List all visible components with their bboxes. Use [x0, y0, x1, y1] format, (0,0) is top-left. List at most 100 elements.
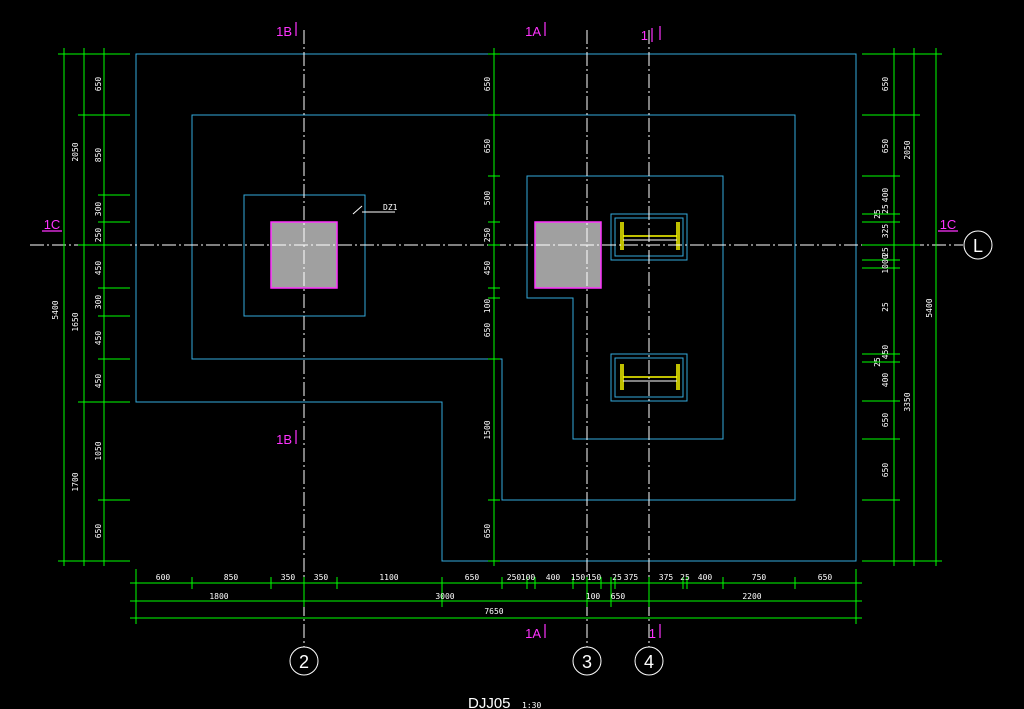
- dim-right-inner-text: 25: [881, 204, 890, 214]
- dim-left-outer-text: 250: [94, 228, 103, 243]
- dim-bottom-row1-text: 150: [571, 573, 586, 582]
- dim-bottom-row2-text: 1800: [209, 592, 228, 601]
- dim-bottom-row1-text: 600: [156, 573, 171, 582]
- dim-center-text: 650: [483, 77, 492, 92]
- foundation-outlines: [135, 53, 857, 562]
- dim-bottom-row1-text: 375: [659, 573, 674, 582]
- dim-left-mid-text: 1650: [71, 312, 80, 331]
- steel-h-upper: [620, 222, 680, 250]
- dim-bottom-row1-text: 375: [624, 573, 639, 582]
- axis-bubble-L: [963, 230, 993, 260]
- dim-right-inner-text: 25: [881, 302, 890, 312]
- dim-right-inner-text: 650: [881, 463, 890, 478]
- dz1-leader-diagonal: [352, 205, 363, 215]
- section-label-1B-mid: 1B: [276, 432, 292, 447]
- dim-right-small-text: 25: [873, 357, 882, 367]
- axis-label-4: 4: [644, 652, 654, 672]
- dim-center-text: 650: [483, 524, 492, 539]
- outer-foundation-outline: [135, 53, 857, 562]
- dim-left-outer-text: 1050: [94, 441, 103, 460]
- dim-right-inner-text: 650: [881, 77, 890, 92]
- dim-center-text: 1500: [483, 420, 492, 439]
- dim-left-ticks: [58, 53, 130, 562]
- dim-center-text: 650: [483, 323, 492, 338]
- dim-right-inner-text: 400: [881, 373, 890, 388]
- section-label-1C-left: 1C: [44, 217, 61, 232]
- dim-right-inner-text: 25: [881, 247, 890, 257]
- axis-label-2: 2: [299, 652, 309, 672]
- dim-left-mid-text: 1700: [71, 472, 80, 491]
- steel-h-lower: [620, 364, 680, 390]
- dim-bottom-row2-text: 650: [611, 592, 626, 601]
- dim-right-inner-text: 650: [881, 413, 890, 428]
- dim-bottom-row1-text: 400: [546, 573, 561, 582]
- dim-bottom-row1-text: 25: [680, 573, 690, 582]
- axis-label-L: L: [973, 236, 983, 256]
- dim-left-mid-text: 2050: [71, 142, 80, 161]
- steel-base-plate-lower-inner: [614, 357, 684, 398]
- dim-right-inner-text: 650: [881, 139, 890, 154]
- dim-right-mid-text: 3350: [903, 392, 912, 411]
- section-label-1-bot: 1: [649, 626, 656, 641]
- dim-left-outer-text: 650: [94, 524, 103, 539]
- dim-bottom-row1-text: 25: [612, 573, 622, 582]
- dim-left-outer-text: 450: [94, 331, 103, 346]
- dim-bottom-row1-text: 350: [314, 573, 329, 582]
- dim-bottom-row1-text: 400: [698, 573, 713, 582]
- dim-bottom-row1-text: 100: [521, 573, 536, 582]
- dim-center-text: 100: [483, 299, 492, 314]
- section-label-1A-bot: 1A: [525, 626, 541, 641]
- dim-center-ticks: [488, 53, 500, 562]
- dim-right-inner-text: 450: [881, 345, 890, 360]
- second-step-outline: [191, 114, 796, 501]
- dim-right-ticks: [862, 53, 942, 562]
- dz1-label: DZ1: [383, 203, 398, 212]
- dim-right-inner-text: 400: [881, 188, 890, 203]
- dim-left-outer-text: 450: [94, 374, 103, 389]
- dim-bottom-row1-text: 650: [465, 573, 480, 582]
- dimension-texts: 650 850 300 250 450 300 450 450 1050 650 2050 1650 1…: [51, 77, 934, 616]
- dim-left-outer-text: 300: [94, 295, 103, 310]
- dim-center-text: 450: [483, 261, 492, 276]
- dim-bottom-ticks: [135, 569, 857, 624]
- dim-left-outer-text: 450: [94, 261, 103, 276]
- dim-left-outer-text: 650: [94, 77, 103, 92]
- dim-bottom-row1-text: 650: [818, 573, 833, 582]
- dim-bottom-row2-text: 2200: [742, 592, 761, 601]
- drawing-title: DJJ05: [468, 695, 511, 709]
- dim-left-outer-text: 850: [94, 148, 103, 163]
- dim-right-inner-text: 325: [881, 224, 890, 239]
- dim-bottom-total-text: 7650: [484, 607, 503, 616]
- right-column: [534, 221, 602, 289]
- dim-bottom-row1-text: 750: [752, 573, 767, 582]
- dim-center-text: 650: [483, 139, 492, 154]
- dim-bottom-row1-text: 1100: [379, 573, 398, 582]
- dim-center-text: 250: [483, 228, 492, 243]
- section-label-1C-right: 1C: [940, 217, 957, 232]
- axis-lines: [30, 30, 963, 648]
- axis-bubble-3: [572, 646, 602, 676]
- section-label-1B-top: 1B: [276, 24, 292, 39]
- section-label-1A-top: 1A: [525, 24, 541, 39]
- dim-left-total-text: 5400: [51, 300, 60, 319]
- dim-bottom-row2-text: 100: [586, 592, 601, 601]
- dim-bottom-row1-text: 150: [587, 573, 602, 582]
- right-pedestal-outline: [526, 175, 724, 440]
- dim-center-text: 500: [483, 191, 492, 206]
- dim-right-small-text: 25: [873, 209, 882, 219]
- drawing-scale: 1:30: [522, 701, 541, 709]
- axis-bubble-2: [289, 646, 319, 676]
- axis-bubble-4: [634, 646, 664, 676]
- dim-bottom-row1-text: 850: [224, 573, 239, 582]
- dimension-lines: [58, 48, 942, 624]
- steel-h-sections: [620, 222, 680, 390]
- dim-right-total-text: 5400: [925, 298, 934, 317]
- dim-left-outer-text: 300: [94, 202, 103, 217]
- axis-label-3: 3: [582, 652, 592, 672]
- dim-right-inner-text: 1000: [881, 254, 890, 273]
- section-label-1-top: 1: [641, 28, 648, 43]
- dim-bottom-row2-text: 3000: [435, 592, 454, 601]
- dim-bottom-row1-text: 350: [281, 573, 296, 582]
- dim-bottom-row1-text: 250: [507, 573, 522, 582]
